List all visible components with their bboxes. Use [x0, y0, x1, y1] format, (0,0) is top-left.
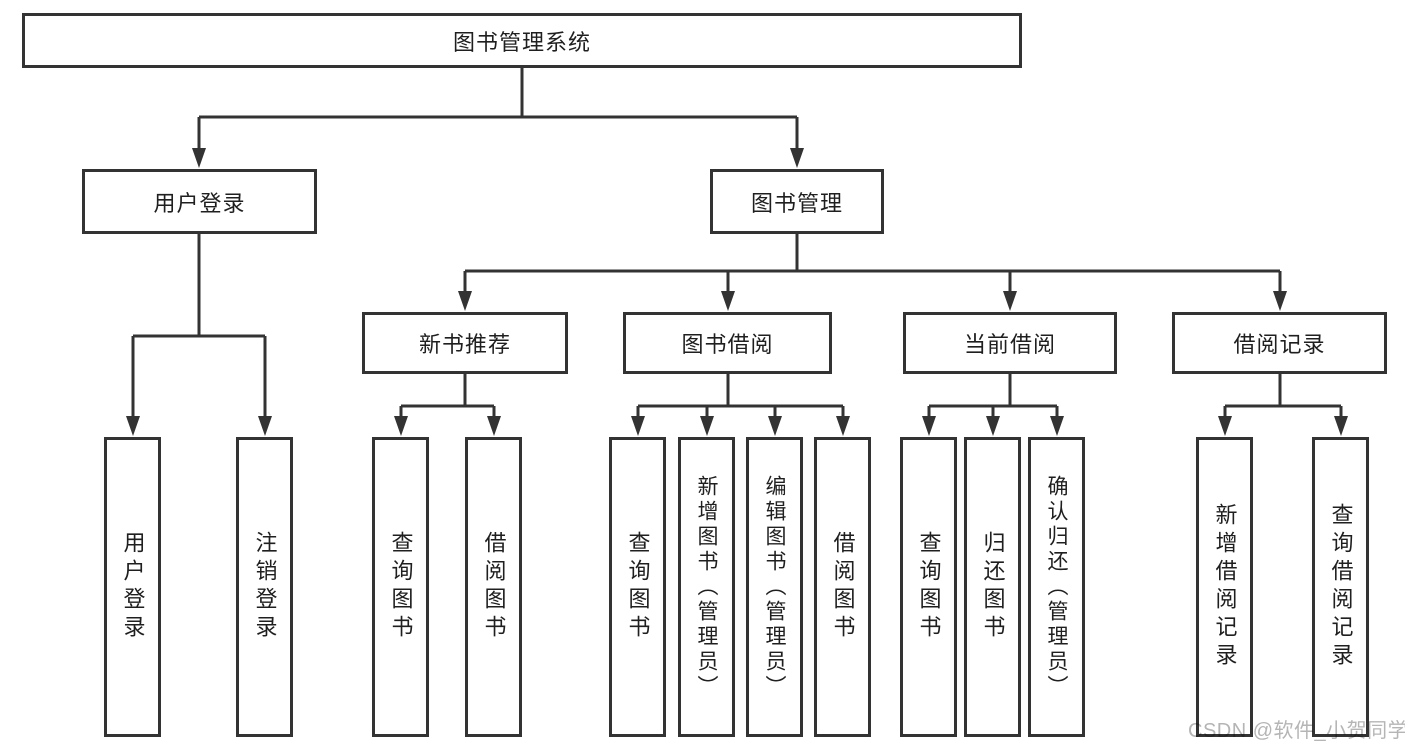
node-root-label: 图书管理系统 [452, 29, 591, 55]
node-leaf-confirm-return-admin: 确认归还（管理员） [1028, 437, 1085, 737]
connector-paths [131, 68, 1343, 421]
leaf-label: 新增图书（管理员） [695, 474, 718, 700]
node-user-login: 用户登录 [82, 169, 317, 234]
csdn-watermark: CSDN @软件_小贺同学 [1188, 720, 1405, 742]
node-new-book-recommend: 新书推荐 [362, 312, 568, 374]
node-borrowing-records-label: 借阅记录 [1233, 332, 1326, 357]
node-leaf-borrow-books-borrowing: 借阅图书 [814, 437, 871, 737]
node-leaf-query-books-recommend: 查询图书 [372, 437, 429, 737]
leaf-label: 编辑图书（管理员） [763, 474, 786, 700]
leaf-label: 确认归还（管理员） [1045, 474, 1068, 700]
node-leaf-query-books-borrowing: 查询图书 [609, 437, 666, 737]
node-new-book-recommend-label: 新书推荐 [418, 332, 511, 357]
node-leaf-borrow-books-recommend: 借阅图书 [465, 437, 522, 737]
node-leaf-logout: 注销登录 [236, 437, 293, 737]
node-leaf-edit-books-admin: 编辑图书（管理员） [746, 437, 803, 737]
node-leaf-query-books-current: 查询图书 [900, 437, 957, 737]
leaf-label: 查询图书 [625, 531, 651, 643]
leaf-label: 查询图书 [388, 531, 414, 643]
node-leaf-add-books-admin: 新增图书（管理员） [678, 437, 735, 737]
node-leaf-add-borrow-record: 新增借阅记录 [1196, 437, 1253, 737]
leaf-label: 用户登录 [120, 531, 146, 643]
leaf-label: 借阅图书 [830, 531, 856, 643]
node-book-management: 图书管理 [710, 169, 884, 234]
leaf-label: 借阅图书 [481, 531, 507, 643]
node-book-borrowing: 图书借阅 [623, 312, 832, 374]
leaf-label: 查询图书 [916, 531, 942, 643]
node-leaf-user-login: 用户登录 [104, 437, 161, 737]
node-current-borrowing-label: 当前借阅 [963, 332, 1056, 357]
node-book-management-label: 图书管理 [750, 190, 843, 216]
node-book-borrowing-label: 图书借阅 [681, 332, 774, 357]
leaf-label: 注销登录 [252, 531, 278, 643]
leaf-label: 查询借阅记录 [1328, 503, 1354, 671]
node-root-system: 图书管理系统 [22, 13, 1022, 68]
node-borrowing-records: 借阅记录 [1172, 312, 1387, 374]
node-current-borrowing: 当前借阅 [903, 312, 1117, 374]
leaf-label: 归还图书 [980, 531, 1006, 643]
arrowheads [126, 148, 1348, 436]
node-user-login-label: 用户登录 [153, 190, 246, 216]
node-leaf-query-borrow-record: 查询借阅记录 [1312, 437, 1369, 737]
node-leaf-return-books: 归还图书 [964, 437, 1021, 737]
leaf-label: 新增借阅记录 [1212, 503, 1238, 671]
